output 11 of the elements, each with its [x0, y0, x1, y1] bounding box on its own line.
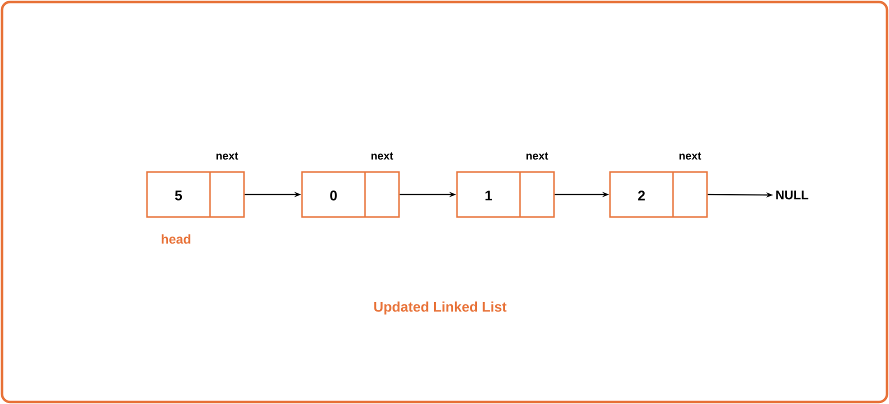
pointer-label: next [679, 152, 702, 160]
head-label: head [162, 234, 190, 244]
list-node: 5 [146, 171, 245, 218]
pointer-label: next [526, 152, 548, 160]
null-label: NULL [776, 190, 808, 200]
list-node: 1 [456, 171, 555, 218]
list-node: 2 [609, 171, 708, 218]
caption: Updated Linked List [374, 302, 506, 314]
pointer-label: next [216, 152, 238, 160]
pointer-label: next [371, 152, 394, 160]
list-node: 0 [301, 171, 400, 218]
